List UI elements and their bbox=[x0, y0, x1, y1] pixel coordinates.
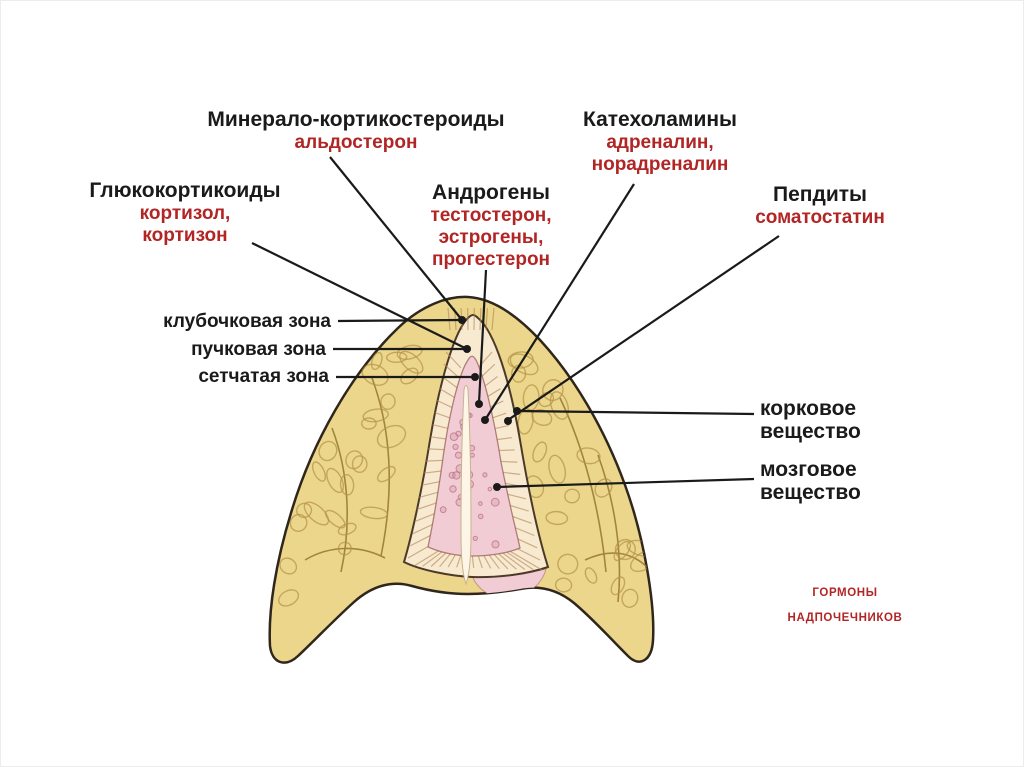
mineralocorticoids-title: Минерало-кортикостероиды bbox=[207, 108, 505, 131]
leader-lines bbox=[251, 156, 780, 489]
dot-catecholamines bbox=[481, 416, 489, 424]
label-zona-fasciculata: пучковая зона bbox=[191, 339, 326, 360]
androgens-hormone-3: прогестерон bbox=[431, 249, 551, 270]
leader-zona-glomerulosa bbox=[337, 318, 463, 323]
label-medulla: мозговое вещество bbox=[760, 458, 861, 504]
glucocorticoids-hormone-2: кортизон bbox=[142, 225, 228, 246]
catecholamines-hormone-1: адреналин, bbox=[606, 132, 714, 153]
dot-zona-reticularis bbox=[471, 373, 479, 381]
mineralocorticoids-hormone: альдостерон bbox=[294, 132, 418, 153]
label-cortex: корковое вещество bbox=[760, 397, 861, 443]
footer-line-2: НАДПОЧЕЧНИКОВ bbox=[787, 612, 903, 624]
cortex-lobules-texture bbox=[278, 344, 654, 608]
dot-cortex bbox=[513, 407, 521, 415]
leader-medulla bbox=[496, 477, 755, 489]
dot-androgens bbox=[475, 400, 483, 408]
cortex-word-2: вещество bbox=[760, 420, 861, 443]
label-androgens: Андрогены тестостерон, эстрогены, прогес… bbox=[430, 180, 551, 271]
glucocorticoids-hormone-1: кортизол, bbox=[139, 203, 231, 224]
peptides-hormone: соматостатин bbox=[755, 207, 885, 228]
catecholamines-hormone-2: норадреналин bbox=[591, 154, 729, 175]
dot-medulla bbox=[493, 483, 501, 491]
cortex-word-1: корковое bbox=[760, 397, 857, 420]
medulla-word-2: вещество bbox=[760, 481, 861, 504]
label-zona-glomerulosa: клубочковая зона bbox=[163, 311, 331, 332]
leader-catecholamines bbox=[484, 183, 635, 421]
catecholamines-title: Катехоламины bbox=[583, 108, 737, 131]
central-vein bbox=[460, 385, 472, 586]
dot-zona-fasciculata bbox=[463, 345, 471, 353]
footer-line-1: ГОРМОНЫ bbox=[812, 587, 878, 599]
glucocorticoids-title: Глюкокортикоиды bbox=[89, 179, 281, 202]
footer-caption: ГОРМОНЫ НАДПОЧЕЧНИКОВ bbox=[788, 581, 903, 631]
leader-gluco bbox=[251, 242, 468, 350]
label-mineralocorticoids: Минерало-кортикостероиды альдостерон bbox=[207, 107, 504, 154]
label-peptides: Пепдиты соматостатин bbox=[755, 182, 885, 229]
label-zona-reticularis: сетчатая зона bbox=[198, 366, 329, 387]
androgens-title: Андрогены bbox=[432, 181, 550, 204]
androgens-hormone-2: эстрогены, bbox=[438, 227, 544, 248]
leader-androgens bbox=[477, 269, 488, 404]
leader-mineralo bbox=[329, 156, 463, 321]
anchor-dots bbox=[458, 316, 521, 491]
leader-cortex bbox=[516, 409, 755, 416]
dot-zona-glomerulosa bbox=[458, 316, 466, 324]
label-catecholamines: Катехоламины адреналин, норадреналин bbox=[583, 107, 737, 176]
label-glucocorticoids: Глюкокортикоиды кортизол, кортизон bbox=[89, 178, 280, 247]
androgens-hormone-1: тестостерон, bbox=[430, 205, 552, 226]
peptides-title: Пепдиты bbox=[773, 183, 867, 206]
leader-peptides bbox=[507, 235, 780, 421]
medulla-word-1: мозговое bbox=[760, 458, 857, 481]
dot-peptides bbox=[504, 417, 512, 425]
